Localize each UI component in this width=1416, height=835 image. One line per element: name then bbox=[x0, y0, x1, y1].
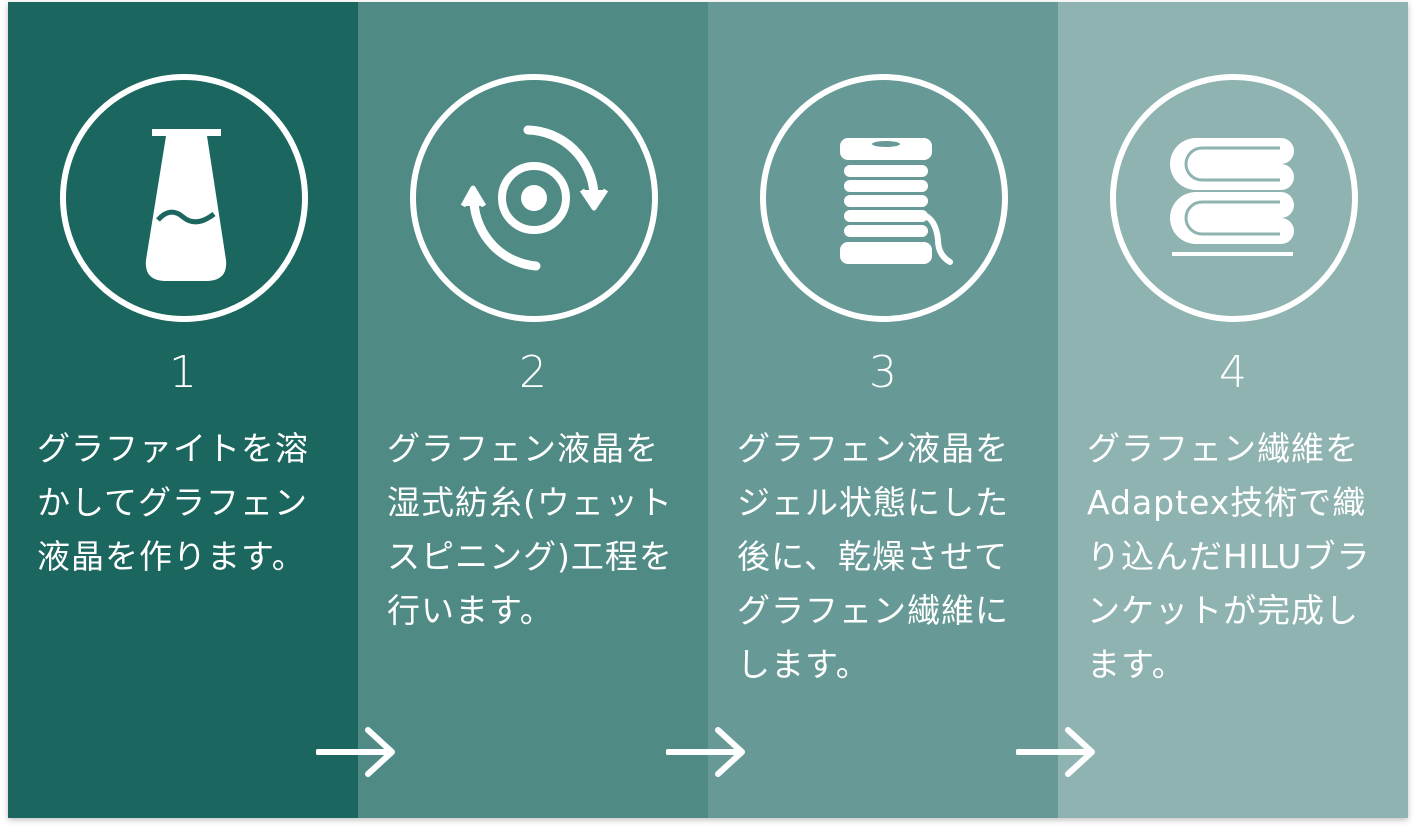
arrow-right-icon bbox=[316, 727, 395, 777]
step-number: 2 bbox=[519, 347, 547, 398]
step-4: 4 グラフェン繊維をAdaptex技術で織り込んだHILUブランケットが完成しま… bbox=[1058, 2, 1408, 818]
step-3: 3 グラフェン液晶をジェル状態にした後に、乾燥させてグラフェン繊維にします。 bbox=[708, 2, 1095, 818]
arrow-right-icon bbox=[1016, 727, 1095, 777]
spin-icon bbox=[410, 74, 658, 322]
step-2: 2 グラフェン液晶を湿式紡糸(ウェットスピニング)工程を行います。 bbox=[358, 2, 745, 818]
folded-blanket-icon bbox=[1110, 74, 1358, 322]
flask-icon bbox=[60, 74, 308, 322]
step-number: 1 bbox=[169, 347, 197, 398]
step-description: グラファイトを溶かしてグラフェン液晶を作ります。 bbox=[37, 429, 309, 576]
step-number: 4 bbox=[1219, 347, 1247, 398]
step-description: グラフェン繊維をAdaptex技術で織り込んだHILUブランケットが完成します。 bbox=[1087, 429, 1371, 684]
step-number: 3 bbox=[869, 347, 897, 398]
process-steps: 1 グラファイトを溶かしてグラフェン液晶を作ります。 2 グラフェン液晶を湿式紡… bbox=[8, 2, 1408, 818]
thread-spool-icon bbox=[760, 74, 1008, 322]
step-description: グラフェン液晶をジェル状態にした後に、乾燥させてグラフェン繊維にします。 bbox=[737, 429, 1009, 684]
step-1: 1 グラファイトを溶かしてグラフェン液晶を作ります。 bbox=[8, 2, 395, 818]
arrow-right-icon bbox=[666, 727, 745, 777]
step-description: グラフェン液晶を湿式紡糸(ウェットスピニング)工程を行います。 bbox=[387, 429, 673, 630]
